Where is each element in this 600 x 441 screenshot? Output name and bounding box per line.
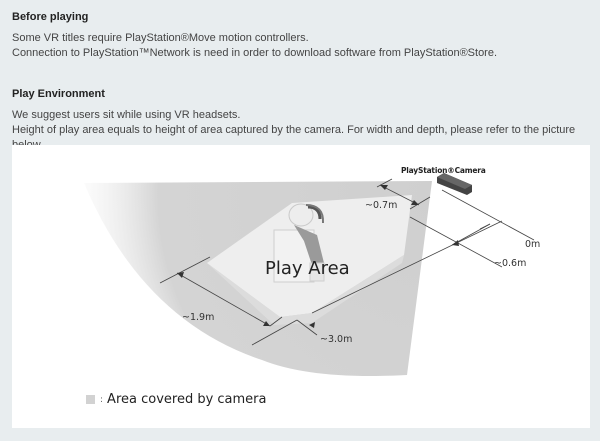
play-area-label: Play Area — [265, 258, 350, 279]
play-environment-line-1: We suggest users sit while using VR head… — [12, 109, 241, 121]
legend: : Area covered by camera — [86, 392, 267, 407]
before-playing-heading: Before playing — [12, 11, 89, 23]
play-environment-heading: Play Environment — [12, 88, 105, 100]
before-playing-text: Some VR titles require PlayStation®Move … — [12, 31, 497, 61]
seated-user-icon — [273, 203, 325, 283]
camera-offset-label: 0m — [525, 239, 541, 250]
far-width-label: ~1.9m — [182, 312, 215, 323]
legend-swatch-icon — [86, 395, 95, 404]
before-playing-line-1: Some VR titles require PlayStation®Move … — [12, 32, 309, 44]
depth-label: ~3.0m — [320, 334, 353, 345]
legend-colon: : — [100, 394, 104, 405]
dimension-lines — [159, 178, 535, 346]
play-area-diagram: PlayStation®Camera ~0.7m 0m ~0.6m Play A… — [12, 145, 590, 428]
camera-label: PlayStation®Camera — [401, 166, 486, 175]
playstation-camera-icon — [437, 173, 472, 195]
before-playing-line-2: Connection to PlayStation™Network is nee… — [12, 47, 498, 59]
near-width-label: ~0.7m — [365, 200, 398, 211]
play-area-diagram-graphic — [84, 173, 535, 376]
legend-text: Area covered by camera — [107, 392, 267, 407]
near-depth-label: ~0.6m — [494, 258, 527, 269]
